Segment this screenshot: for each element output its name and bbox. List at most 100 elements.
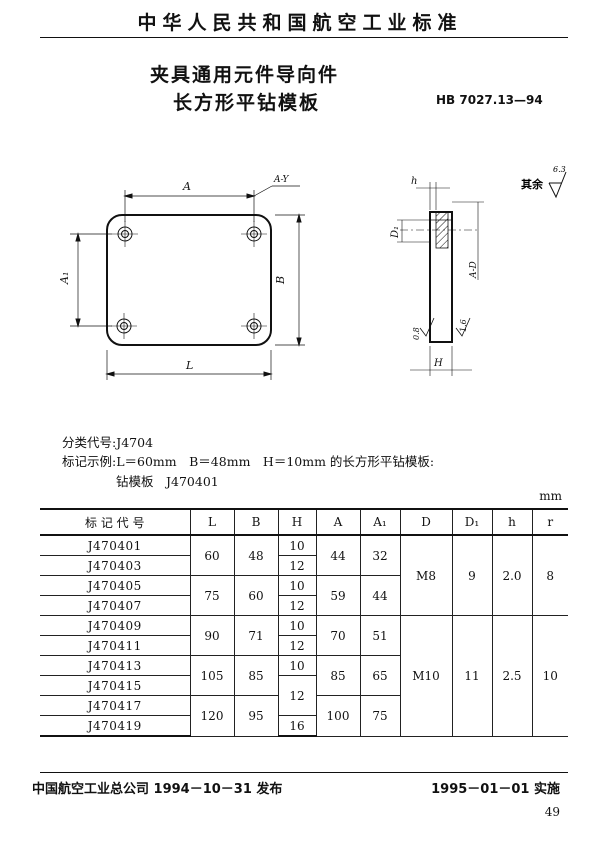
label-b: B [274, 276, 287, 285]
footer-rule [40, 772, 568, 773]
standard-header: 中华人民共和国航空工业标准 [137, 12, 463, 34]
hsmall-cell: 2.5 [491, 615, 533, 737]
d-cell: M10 [399, 615, 453, 737]
h-cell: 10 [277, 615, 317, 636]
header-cell: A [315, 508, 361, 536]
label-a: A [182, 180, 191, 193]
b-cell: 60 [233, 575, 279, 616]
b-cell: 48 [233, 534, 279, 576]
category-code: 分类代号:J4704 [62, 435, 154, 450]
table-row: J470403 12 [40, 555, 568, 576]
l-cell: 60 [189, 534, 235, 576]
code-cell: J470409 [40, 615, 191, 636]
table-row: J470409 90 71 10 70 51 M10 11 2.5 10 [40, 615, 568, 737]
a1-cell: 44 [359, 575, 400, 616]
table-row: J470419 16 [40, 715, 568, 737]
table-row: J470411 12 [40, 635, 568, 656]
h-cell: 16 [277, 715, 316, 737]
a-cell: 70 [315, 615, 361, 656]
header-cell: D₁ [451, 508, 493, 536]
header-cell: h [491, 508, 533, 536]
header-cell: 标 记 代 号 [40, 508, 191, 536]
table-row: J470407 12 [40, 595, 568, 616]
a1-cell: 51 [359, 615, 401, 656]
header-cell: r [531, 508, 568, 536]
code-cell: J470415 [40, 675, 191, 696]
table-row: J470413 105 85 10 85 65 [40, 655, 568, 696]
hsmall-cell: 2.0 [491, 534, 533, 616]
page-number: 49 [544, 805, 560, 819]
h-cell: 10 [277, 534, 317, 556]
table-header-row: 标 记 代 号 L B H A A₁ D D₁ h r [40, 508, 568, 536]
r-cell: 10 [531, 615, 568, 737]
label-roughness-08: 0.8 [412, 327, 421, 340]
a-cell: 85 [315, 655, 361, 696]
title-line-2: 长方形平钻模板 [173, 92, 321, 114]
a1-cell: 32 [359, 534, 401, 576]
h-cell: 12 [277, 555, 316, 576]
hole-bottom-right [241, 313, 267, 339]
label-d1: D₁ [390, 226, 401, 239]
code-cell: J470405 [40, 575, 191, 596]
l-cell: 90 [189, 615, 235, 656]
h-cell: 12 [277, 595, 316, 616]
hole-top-right [241, 221, 267, 247]
table-row: J470417 120 95 100 75 [40, 695, 568, 737]
label-l: L [185, 359, 193, 372]
label-a-d: A-D [469, 261, 479, 279]
code-cell: J470407 [40, 595, 191, 616]
table-row: J470405 75 60 10 59 44 [40, 575, 568, 616]
code-cell: J470413 [40, 655, 191, 676]
label-roughness-16: 1.6 [459, 319, 468, 332]
header-cell: H [277, 508, 317, 536]
marking-example: 标记示例:L＝60mm B＝48mm H＝10mm 的长方形平钻模板: [62, 454, 435, 469]
roughness-rest-label: 其余 [521, 177, 544, 191]
d-cell: M8 [399, 534, 453, 616]
code-cell: J470419 [40, 715, 191, 737]
implemented-date: 1995－01－01 实施 [431, 782, 560, 797]
a-cell: 100 [315, 695, 361, 737]
spec-table: 标 记 代 号 L B H A A₁ D D₁ h r J470401 60 4… [40, 508, 568, 737]
r-cell: 8 [531, 534, 568, 616]
unit-label: mm [539, 489, 562, 503]
hole-bottom-left [111, 313, 137, 339]
l-cell: 105 [189, 655, 235, 696]
roughness-value: 6.3 [553, 165, 566, 174]
code-cell: J470403 [40, 555, 191, 576]
h-cell: 10 [277, 655, 317, 676]
header-rule [40, 37, 568, 38]
label-h-small: h [411, 176, 417, 187]
header-cell: L [189, 508, 235, 536]
l-cell: 75 [189, 575, 235, 616]
b-cell: 71 [233, 615, 279, 656]
header-cell: A₁ [359, 508, 401, 536]
a-cell: 44 [315, 534, 361, 576]
code-cell: J470411 [40, 635, 191, 656]
a1-cell: 65 [359, 655, 400, 696]
issued-date: 中国航空工业总公司 1994－10－31 发布 [32, 782, 283, 797]
b-cell: 95 [233, 695, 279, 737]
technical-drawing: A A-Y A₁ B L h D₁ A-D 0.8 1.6 H 其余 6.3 [58, 165, 567, 380]
label-tolerance: A-Y [273, 175, 290, 185]
h-cell: 12 [277, 675, 316, 716]
h-cell: 10 [277, 575, 317, 596]
code-cell: J470417 [40, 695, 191, 716]
l-cell: 120 [189, 695, 235, 737]
label-h: H [433, 358, 443, 369]
d1-cell: 9 [451, 534, 493, 616]
title-line-1: 夹具通用元件导向件 [150, 64, 340, 86]
table-row: J470401 60 48 10 44 32 M8 9 2.0 8 [40, 534, 568, 616]
b-cell: 85 [233, 655, 279, 696]
standard-number: HB 7027.13—94 [436, 93, 543, 107]
h-cell: 12 [277, 635, 316, 656]
marking-example-code: 钻模板 J470401 [116, 474, 219, 489]
header-cell: B [233, 508, 279, 536]
a1-cell: 75 [359, 695, 400, 737]
hole-top-left [112, 221, 138, 247]
d1-cell: 11 [451, 615, 493, 737]
code-cell: J470401 [40, 534, 191, 556]
plate-outline [106, 214, 272, 346]
header-cell: D [399, 508, 453, 536]
label-a1: A₁ [58, 272, 71, 285]
a-cell: 59 [315, 575, 361, 616]
